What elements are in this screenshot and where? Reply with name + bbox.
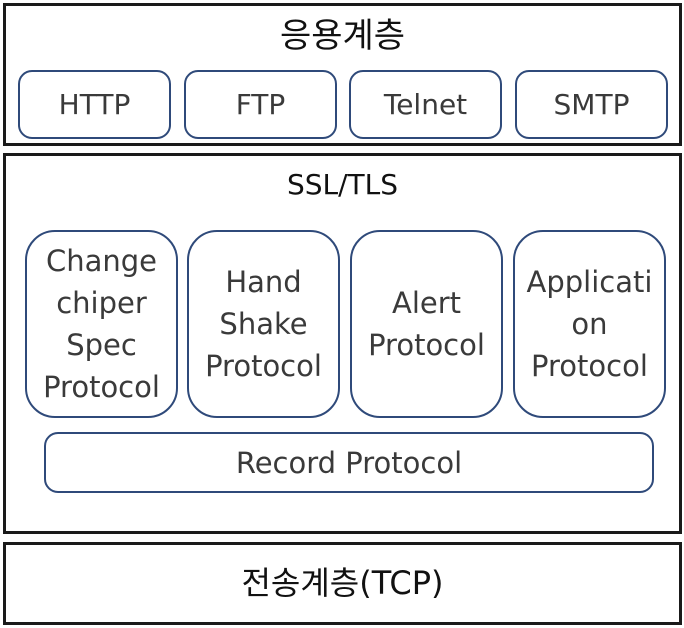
change-cipher-spec-protocol-box: Change chiper Spec Protocol: [25, 230, 178, 418]
smtp-label: SMTP: [553, 88, 630, 121]
application-layer: 응용계층 HTTP FTP Telnet SMTP: [3, 3, 682, 146]
http-box: HTTP: [18, 70, 171, 139]
record-protocol-box: Record Protocol: [44, 432, 654, 493]
handshake-protocol-box: Hand Shake Protocol: [187, 230, 340, 418]
change-cipher-spec-protocol-label: Change chiper Spec Protocol: [43, 244, 160, 404]
alert-protocol-box: Alert Protocol: [350, 230, 503, 418]
handshake-protocol-label: Hand Shake Protocol: [205, 265, 322, 383]
record-protocol-label: Record Protocol: [235, 445, 463, 480]
transport-layer: 전송계층(TCP): [3, 542, 682, 625]
application-protocol-box: Applicati on Protocol: [513, 230, 666, 418]
smtp-box: SMTP: [515, 70, 668, 139]
ftp-box: FTP: [184, 70, 337, 139]
ftp-label: FTP: [235, 88, 286, 121]
ssl-tls-layer: SSL/TLS Change chiper Spec Protocol Hand…: [3, 153, 682, 534]
telnet-box: Telnet: [349, 70, 502, 139]
ssl-tls-layer-title: SSL/TLS: [286, 168, 399, 201]
alert-protocol-label: Alert Protocol: [368, 286, 485, 362]
application-protocol-label: Applicati on Protocol: [526, 265, 653, 383]
application-layer-title: 응용계층: [279, 16, 406, 56]
transport-layer-title: 전송계층(TCP): [241, 564, 444, 602]
telnet-label: Telnet: [383, 88, 468, 121]
http-label: HTTP: [58, 88, 131, 121]
